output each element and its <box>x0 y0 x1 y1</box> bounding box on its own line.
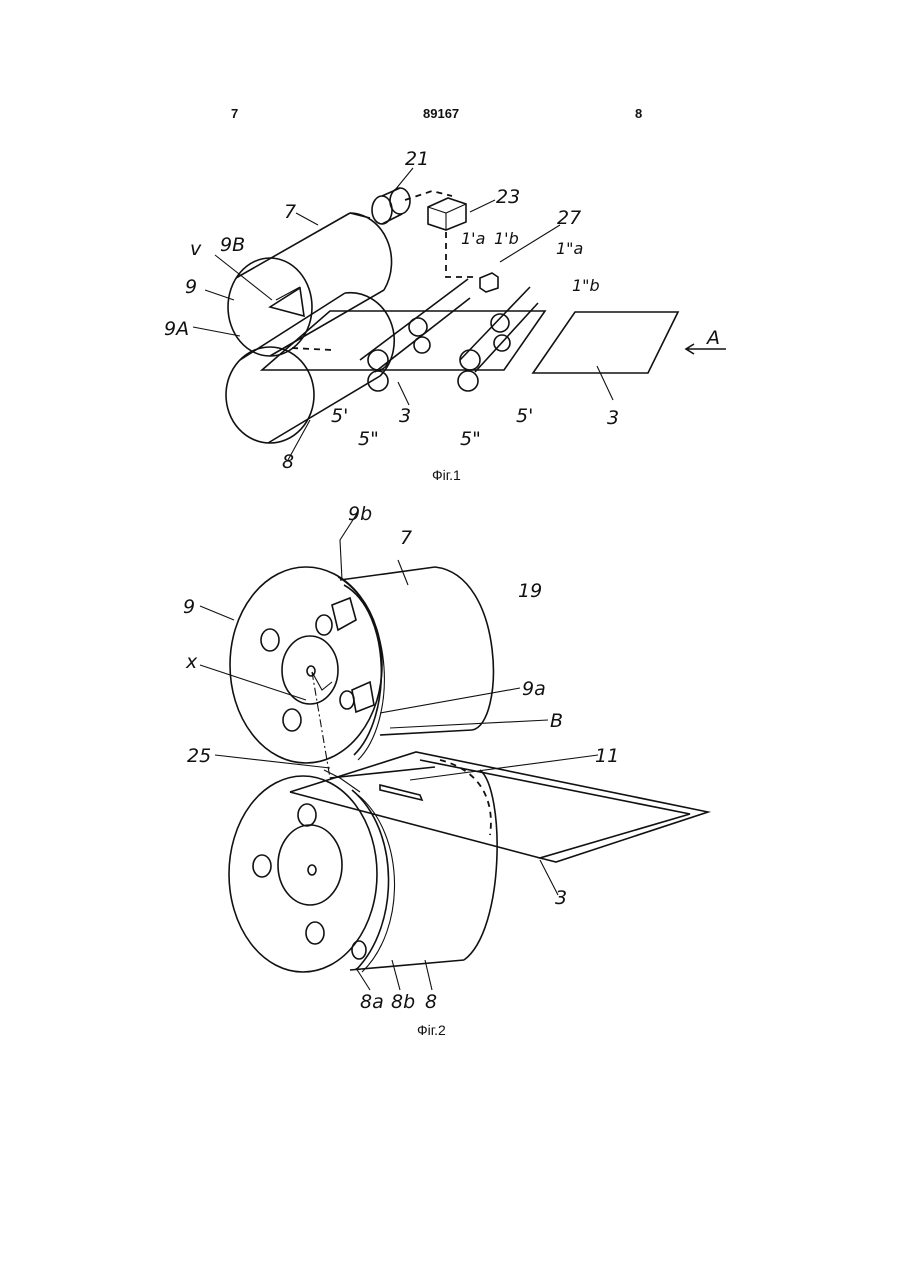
fig1-label-23: 23 <box>496 186 520 208</box>
fig2-label-8b: 8b <box>391 991 415 1013</box>
fig2-label-25: 25 <box>187 745 211 767</box>
fig2-label-8: 8 <box>425 991 437 1013</box>
fig1-label-5pp-right: 5" <box>460 428 481 450</box>
fig2-label-9a: 9a <box>522 678 546 700</box>
upper-cutter-disc-9 <box>230 567 384 763</box>
sensor-27 <box>480 273 498 292</box>
fig1-label-A: A <box>705 327 720 349</box>
fig1-label-9B: 9B <box>220 234 245 256</box>
lower-cutter-disc <box>229 776 395 972</box>
roller-pair-1-prime <box>360 279 470 391</box>
fig2-label-8a: 8a <box>360 991 384 1013</box>
figure-2-caption: Фіг.2 <box>417 1022 446 1038</box>
figure-1-drawing <box>193 168 726 460</box>
fig2-label-7: 7 <box>400 527 412 549</box>
fig1-label-1ppb: 1"b <box>572 276 600 295</box>
fig1-label-1ppa: 1"a <box>556 239 583 258</box>
fig1-label-3-machine: 3 <box>399 405 411 427</box>
fig2-label-9b: 9b <box>348 503 372 525</box>
fig1-label-1pa: 1'a <box>461 229 485 248</box>
fig1-label-9: 9 <box>185 276 197 298</box>
fig1-label-v: v <box>190 238 202 260</box>
cutter-sector-9 <box>270 288 304 316</box>
fig1-label-7: 7 <box>284 201 296 223</box>
fig2-label-3: 3 <box>555 887 567 909</box>
lower-roller-8-fig2 <box>330 760 497 970</box>
fig1-label-5p-left: 5' <box>331 405 348 427</box>
fig1-label-9A: 9A <box>164 318 189 340</box>
figure-1-caption: Фіг.1 <box>432 467 461 483</box>
fig2-label-19: 19 <box>518 580 542 602</box>
feed-direction-arrow-A <box>686 344 726 354</box>
fig1-label-27: 27 <box>557 207 581 229</box>
fig1-label-21: 21 <box>405 148 429 170</box>
fig2-label-B: B <box>550 710 563 732</box>
sheet-3-incoming <box>533 312 678 373</box>
fig2-label-x: x <box>185 651 198 673</box>
fig1-label-8: 8 <box>282 451 294 473</box>
sheet-3-in-machine <box>262 311 545 370</box>
controller-box-23 <box>428 198 466 230</box>
slit-11 <box>380 785 422 800</box>
fig2-label-9: 9 <box>183 596 195 618</box>
figure-2-drawing <box>200 512 708 990</box>
motor-21 <box>350 188 410 224</box>
fig2-label-11: 11 <box>595 745 619 767</box>
fig1-label-3-incoming: 3 <box>607 407 619 429</box>
fig1-label-1pb: 1'b <box>494 229 519 248</box>
fig1-label-5p-right: 5' <box>516 405 533 427</box>
fig1-label-5pp-left: 5" <box>358 428 379 450</box>
